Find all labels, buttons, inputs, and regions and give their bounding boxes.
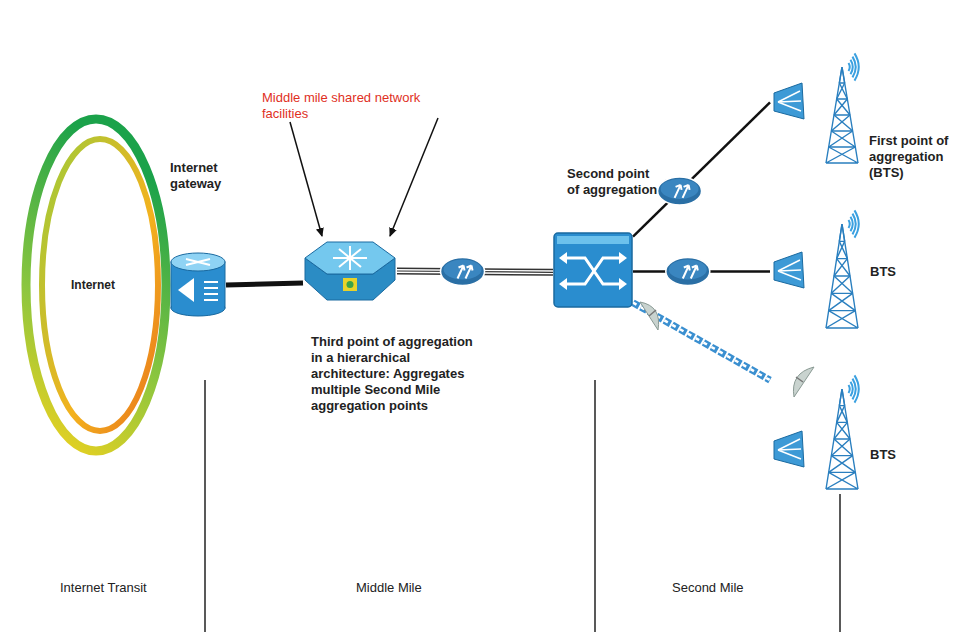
gateway-router: Internet gateway (170, 252, 226, 318)
bts-site: BTS (770, 200, 866, 330)
divider-line (204, 380, 206, 632)
bts-tower (826, 224, 858, 328)
leader-arrow (390, 118, 438, 236)
bts-site-icon (770, 365, 866, 491)
leader-arrow (290, 122, 322, 236)
radio-waves (849, 375, 859, 402)
bts-site: BTS (770, 365, 866, 491)
bts-site-icon (770, 200, 866, 330)
router-symbol (658, 177, 702, 205)
node-label: Second point of aggregation (567, 166, 659, 198)
callout-label: Middle mile shared network facilities (262, 90, 442, 122)
microwave-dish (793, 367, 814, 397)
node-label: Third point of aggregation in a hierarch… (311, 334, 483, 414)
router-symbol (666, 258, 710, 286)
section-label: Second Mile (672, 580, 792, 596)
network-link (226, 283, 303, 285)
node-label: Internet gateway (170, 160, 250, 192)
network-link (633, 102, 770, 236)
microwave-dish (640, 302, 659, 330)
radio-waves (849, 53, 859, 80)
bts-site: First point of aggregation (BTS) (770, 45, 866, 167)
internet-cloud: Internet (18, 112, 168, 458)
section-label: Internet Transit (60, 580, 190, 596)
node-label: BTS (870, 447, 930, 463)
router-symbol (441, 258, 485, 286)
divider-line (839, 494, 841, 632)
aggregation-switch: Second point of aggregation (553, 232, 633, 308)
radio-waves (849, 210, 859, 237)
node-label: Internet (18, 277, 168, 293)
aggregation-hub-icon (303, 238, 397, 304)
node-label: First point of aggregation (BTS) (869, 133, 975, 181)
divider-line (594, 380, 596, 632)
gateway-router-icon (170, 252, 226, 318)
bts-tower (826, 389, 858, 489)
section-label: Middle Mile (356, 580, 476, 596)
network-link (633, 303, 770, 380)
aggregation-hub: Third point of aggregation in a hierarch… (303, 238, 397, 304)
aggregation-switch-icon (553, 232, 633, 308)
bts-site-icon (770, 45, 866, 167)
node-label: BTS (870, 264, 930, 280)
bts-tower (826, 67, 858, 163)
